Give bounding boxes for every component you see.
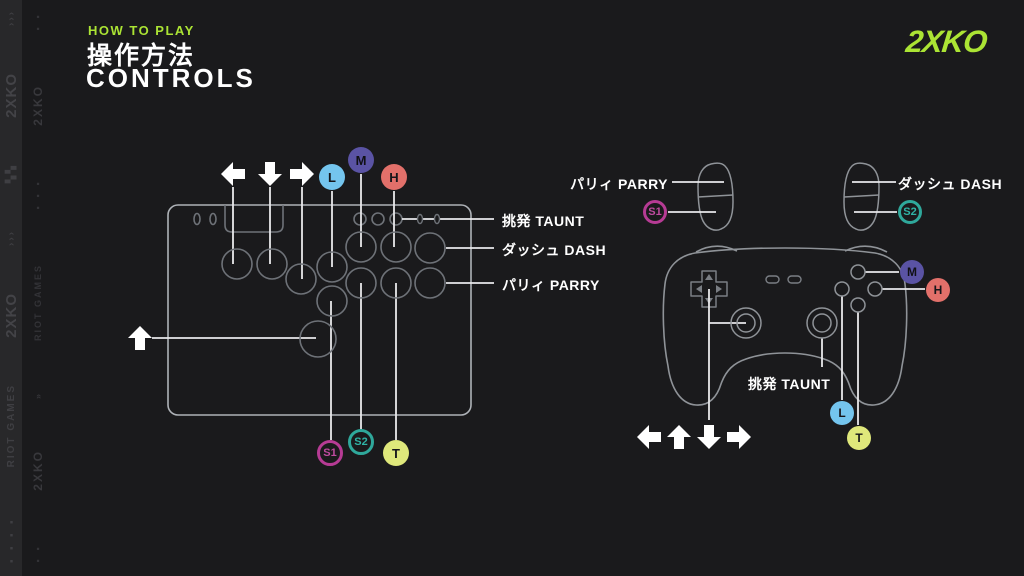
badge-label: M bbox=[355, 152, 367, 168]
badge-special1-stick: S1 bbox=[317, 440, 343, 466]
face-button-east bbox=[867, 281, 883, 297]
badge-heavy-stick: H bbox=[381, 164, 407, 190]
badge-label: L bbox=[838, 406, 846, 420]
button-dash bbox=[414, 232, 446, 264]
badge-label: H bbox=[933, 283, 943, 297]
left-trigger bbox=[697, 162, 734, 231]
gamepad-direction-arrows bbox=[637, 425, 751, 449]
face-buttons bbox=[834, 264, 883, 313]
button-special1 bbox=[316, 285, 348, 317]
up-arrow-icon bbox=[128, 326, 152, 350]
button-left bbox=[221, 248, 253, 280]
button-heavy bbox=[380, 231, 412, 263]
button-parry bbox=[414, 267, 446, 299]
right-stick bbox=[806, 307, 838, 339]
pad-dash-label: ダッシュ DASH bbox=[898, 176, 1003, 192]
right-arrow-icon bbox=[727, 425, 751, 449]
dpad bbox=[690, 270, 728, 308]
badge-label: S2 bbox=[903, 206, 917, 218]
right-bumper-nub bbox=[844, 245, 888, 253]
badge-light-pad: L bbox=[830, 401, 854, 425]
left-arrow-icon bbox=[637, 425, 661, 449]
button-up-thumb bbox=[299, 320, 337, 358]
badge-medium-stick: M bbox=[348, 147, 374, 173]
stick-dash-label: ダッシュ DASH bbox=[502, 242, 607, 258]
stick-buttons bbox=[221, 231, 446, 358]
button-special2 bbox=[345, 267, 377, 299]
stick-direction-arrows bbox=[128, 162, 314, 350]
stick-connector-lines bbox=[152, 174, 494, 440]
button-medium bbox=[345, 231, 377, 263]
badge-label: M bbox=[907, 265, 917, 279]
stick-body bbox=[167, 204, 472, 416]
badge-label: T bbox=[855, 431, 863, 445]
gamepad-diagram bbox=[637, 162, 925, 449]
left-arrow-icon bbox=[221, 162, 245, 186]
stick-option-buttons bbox=[416, 213, 441, 225]
stick-details bbox=[193, 205, 403, 233]
badge-light-stick: L bbox=[319, 164, 345, 190]
pad-parry-label: パリィ PARRY bbox=[570, 176, 668, 192]
badge-label: S1 bbox=[648, 206, 662, 218]
badge-label: L bbox=[328, 169, 336, 185]
badge-taunt-pad: T bbox=[847, 426, 871, 450]
badge-special2-stick: S2 bbox=[348, 429, 374, 455]
stick-taunt-label: 挑発 TAUNT bbox=[502, 213, 585, 229]
page-title: CONTROLS bbox=[86, 63, 256, 93]
badge-special1-pad: S1 bbox=[643, 200, 667, 224]
down-arrow-icon bbox=[258, 162, 282, 186]
sidebar-deco-strip: ››› 2XKO ▚▚ ››› 2XKO RIOT GAMES ▪▪▪▪ bbox=[0, 0, 22, 576]
down-arrow-icon bbox=[697, 425, 721, 449]
page-title-japanese: 操作方法 bbox=[87, 42, 196, 70]
menu-buttons bbox=[765, 275, 802, 284]
button-taunt bbox=[380, 267, 412, 299]
gamepad-connector-lines bbox=[668, 181, 925, 425]
badge-taunt-stick: T bbox=[383, 440, 409, 466]
right-trigger bbox=[843, 162, 880, 231]
badge-label: S2 bbox=[354, 436, 368, 448]
button-down bbox=[256, 248, 288, 280]
left-stick bbox=[730, 307, 762, 339]
pad-taunt-label: 挑発 TAUNT bbox=[748, 376, 831, 392]
kicker-how-to-play: HOW TO PLAY bbox=[88, 23, 195, 38]
badge-label: H bbox=[389, 169, 399, 185]
badge-medium-pad: M bbox=[900, 260, 924, 284]
right-arrow-icon bbox=[290, 162, 314, 186]
face-button-north bbox=[850, 264, 866, 280]
badge-special2-pad: S2 bbox=[898, 200, 922, 224]
face-button-south bbox=[850, 297, 866, 313]
badge-label: T bbox=[392, 445, 400, 461]
analog-sticks bbox=[730, 307, 838, 339]
left-bumper-nub bbox=[695, 245, 738, 253]
button-light bbox=[316, 251, 348, 283]
up-arrow-icon bbox=[667, 425, 691, 449]
button-right bbox=[285, 263, 317, 295]
badge-heavy-pad: H bbox=[926, 278, 950, 302]
face-button-west bbox=[834, 281, 850, 297]
badge-label: S1 bbox=[323, 447, 337, 459]
gamepad-body bbox=[662, 245, 908, 406]
arcade-stick-diagram bbox=[128, 162, 494, 440]
stick-parry-label: パリィ PARRY bbox=[502, 277, 600, 293]
